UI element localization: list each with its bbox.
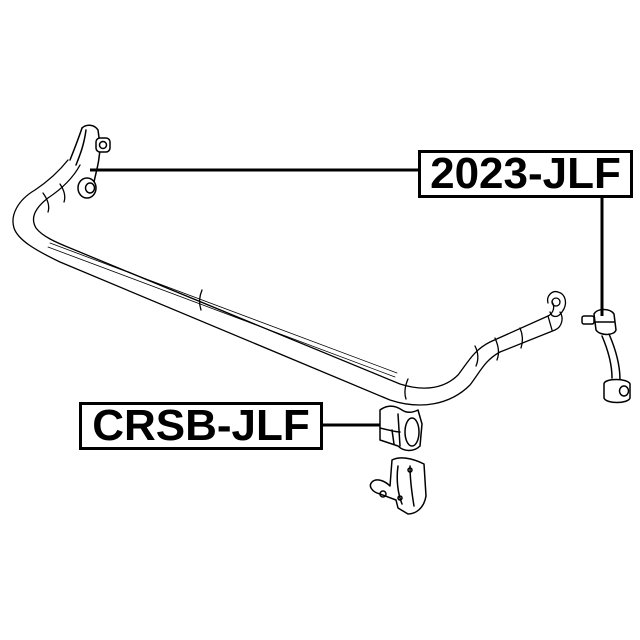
part-label-2023-jlf: 2023-JLF [418, 150, 633, 198]
leader-lines [90, 168, 604, 427]
bushing-bracket [369, 457, 427, 515]
stabilizer-bushing [379, 405, 423, 452]
stabilizer-bar [12, 159, 567, 406]
right-stabilizer-link [581, 308, 631, 404]
left-stabilizer-link [69, 124, 111, 199]
part-label-crsb-jlf: CRSB-JLF [79, 402, 323, 450]
